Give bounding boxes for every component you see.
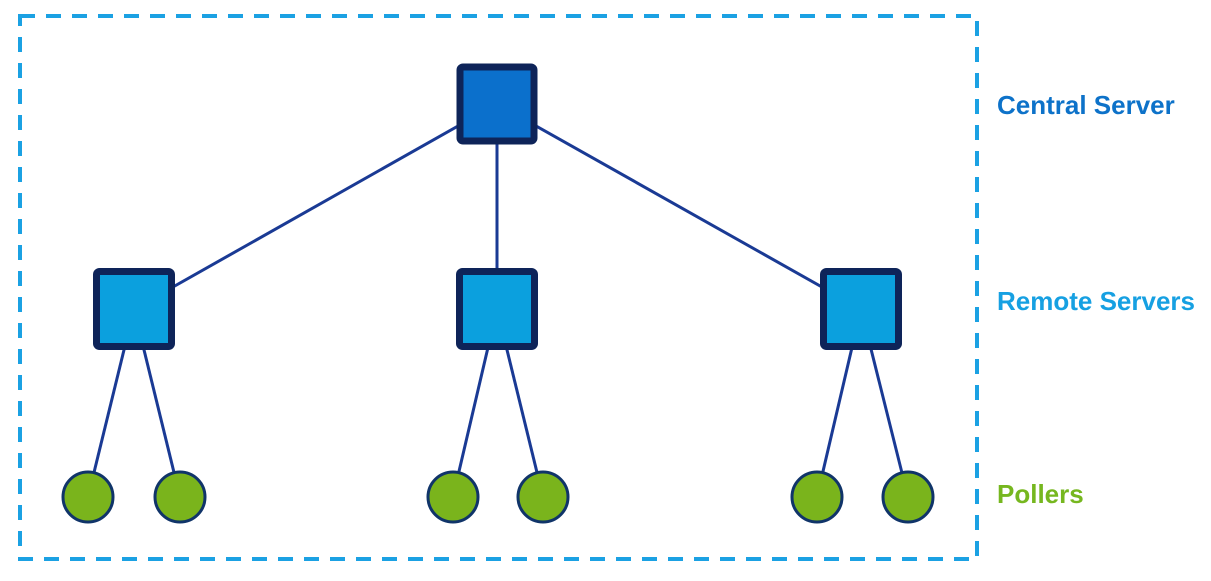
node-poller-6	[881, 470, 935, 524]
edge-central-server-remote-server-3	[496, 102, 862, 311]
label-central-server: Central Server	[997, 90, 1175, 120]
node-poller-5	[790, 470, 844, 524]
node-remote-server-3	[820, 268, 902, 350]
node-poller-4	[516, 470, 570, 524]
node-remote-server-1	[93, 268, 175, 350]
node-poller-1	[61, 470, 115, 524]
node-poller-2	[153, 470, 207, 524]
node-remote-server-2	[456, 268, 538, 350]
label-pollers: Pollers	[997, 479, 1084, 509]
label-remote-servers: Remote Servers	[997, 286, 1195, 316]
edge-central-server-remote-server-1	[133, 102, 498, 311]
deployment-boundary	[18, 14, 979, 561]
node-central-server	[456, 63, 538, 145]
node-poller-3	[426, 470, 480, 524]
